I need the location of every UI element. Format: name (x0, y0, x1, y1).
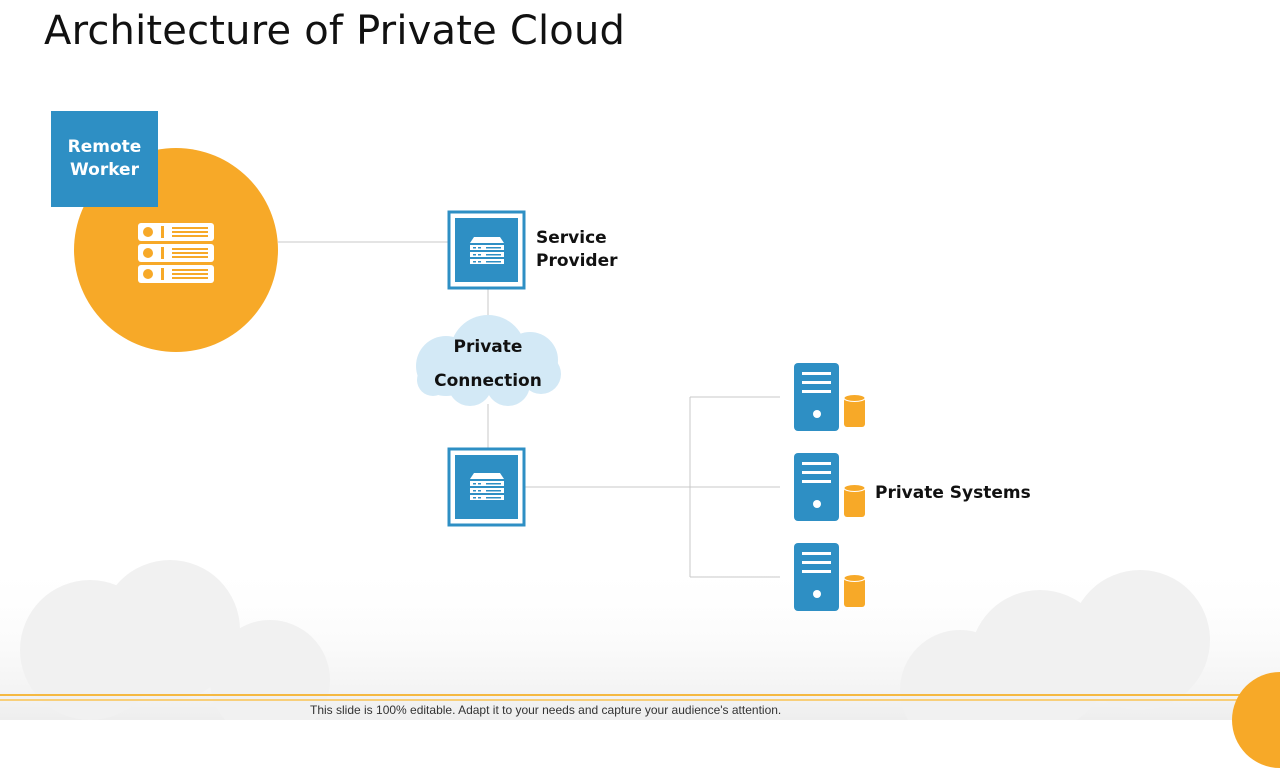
private-system-2 (794, 453, 866, 521)
private-system-3 (794, 543, 866, 611)
service-provider-label: Service Provider (536, 227, 618, 273)
footer-line-bottom (0, 699, 1240, 701)
remote-worker-label-line1: Remote (67, 137, 142, 157)
private-systems-label: Private Systems (875, 483, 1031, 503)
private-connection-label: Private Connection (416, 330, 560, 398)
database-icon (843, 484, 866, 517)
database-icon (843, 574, 866, 607)
gateway-node (447, 447, 526, 527)
server-tower-icon (794, 363, 839, 431)
remote-worker-label: Remote Worker (51, 111, 158, 207)
server-tower-icon (794, 543, 839, 611)
connector-lines (278, 241, 780, 578)
footer-divider (0, 694, 1240, 701)
database-icon (843, 394, 866, 427)
private-system-1 (794, 363, 866, 431)
remote-worker-label-line2: Worker (70, 160, 139, 180)
service-provider-node (447, 210, 526, 290)
service-provider-label-line2: Provider (536, 251, 618, 271)
slide-title: Architecture of Private Cloud (44, 8, 626, 54)
server-tower-icon (794, 453, 839, 521)
private-connection-label-line1: Private (453, 337, 523, 357)
architecture-diagram (74, 148, 866, 611)
cloud-icon (416, 315, 561, 406)
private-connection-label-line2: Connection (434, 371, 542, 391)
server-icon (470, 473, 504, 500)
footer-note: This slide is 100% editable. Adapt it to… (310, 703, 782, 717)
background-clouds (0, 560, 1280, 720)
footer-line-top (0, 694, 1240, 696)
server-rack-icon (138, 223, 214, 283)
service-provider-label-line1: Service (536, 228, 607, 248)
server-icon (470, 237, 504, 264)
